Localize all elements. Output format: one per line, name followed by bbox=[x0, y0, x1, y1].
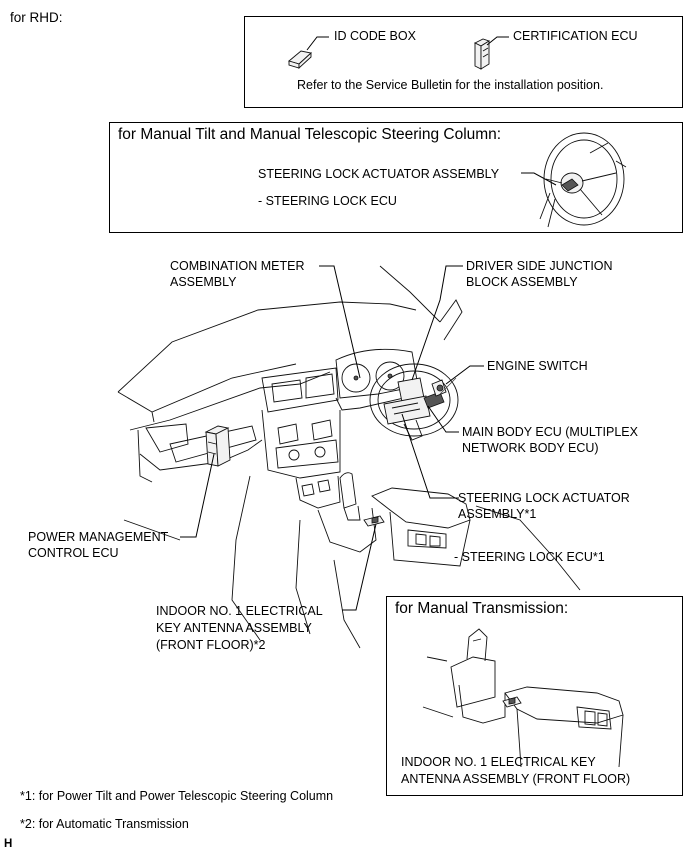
steering-wheel-drawing bbox=[521, 132, 627, 228]
indoor-antenna-label-1: INDOOR NO. 1 ELECTRICAL bbox=[156, 604, 323, 618]
power-management-label-1: POWER MANAGEMENT bbox=[28, 530, 169, 544]
id-code-box-label: ID CODE BOX bbox=[334, 29, 416, 43]
id-code-box-drawing bbox=[288, 36, 509, 70]
steering-lock-actuator-label: STEERING LOCK ACTUATOR ASSEMBLY bbox=[258, 167, 500, 181]
id-code-box-panel: ID CODE BOX CERTIFICATION ECU Refer to t… bbox=[244, 16, 683, 108]
manual-antenna-caption-2: ANTENNA ASSEMBLY (FRONT FLOOR) bbox=[401, 772, 631, 786]
main-body-ecu-label-1: MAIN BODY ECU (MULTIPLEX bbox=[462, 425, 638, 439]
steering-lock-ecu-callout: - STEERING LOCK ECU*1 bbox=[454, 550, 605, 564]
steering-column-panel: for Manual Tilt and Manual Telescopic St… bbox=[109, 122, 683, 233]
footnote-2: *2: for Automatic Transmission bbox=[20, 817, 189, 831]
manual-transmission-title: for Manual Transmission: bbox=[395, 600, 569, 617]
indoor-antenna-label-2: KEY ANTENNA ASSEMBLY bbox=[156, 621, 312, 635]
main-body-ecu-label-2: NETWORK BODY ECU) bbox=[462, 441, 599, 455]
manual-transmission-drawing bbox=[422, 628, 624, 768]
steering-wheel-icon bbox=[539, 132, 627, 228]
certification-ecu-icon bbox=[473, 38, 491, 70]
corner-mark: H bbox=[4, 838, 13, 850]
driver-junction-label-2: BLOCK ASSEMBLY bbox=[466, 275, 578, 289]
steering-lock-ecu-label: - STEERING LOCK ECU bbox=[258, 194, 397, 208]
engine-switch-label: ENGINE SWITCH bbox=[487, 359, 588, 373]
combination-meter-label-1: COMBINATION METER bbox=[170, 259, 305, 273]
steering-column-title: for Manual Tilt and Manual Telescopic St… bbox=[118, 126, 502, 143]
manual-antenna-caption-1: INDOOR NO. 1 ELECTRICAL KEY bbox=[401, 755, 596, 769]
rhd-label: for RHD: bbox=[10, 10, 63, 25]
footnote-1: *1: for Power Tilt and Power Telescopic … bbox=[20, 789, 334, 803]
steering-lock-actuator-callout-1: STEERING LOCK ACTUATOR bbox=[458, 491, 630, 505]
manual-transmission-panel: for Manual Transmission: INDOOR NO. 1 EL… bbox=[386, 596, 683, 796]
power-management-label-2: CONTROL ECU bbox=[28, 546, 119, 560]
indoor-antenna-label-3: (FRONT FLOOR)*2 bbox=[156, 638, 266, 652]
combination-meter-label-2: ASSEMBLY bbox=[170, 275, 237, 289]
id-code-box-icon bbox=[288, 50, 312, 70]
service-bulletin-note: Refer to the Service Bulletin for the in… bbox=[297, 78, 604, 92]
certification-ecu-label: CERTIFICATION ECU bbox=[513, 29, 638, 43]
driver-junction-label-1: DRIVER SIDE JUNCTION bbox=[466, 259, 613, 273]
steering-lock-actuator-callout-2: ASSEMBLY*1 bbox=[458, 507, 537, 521]
